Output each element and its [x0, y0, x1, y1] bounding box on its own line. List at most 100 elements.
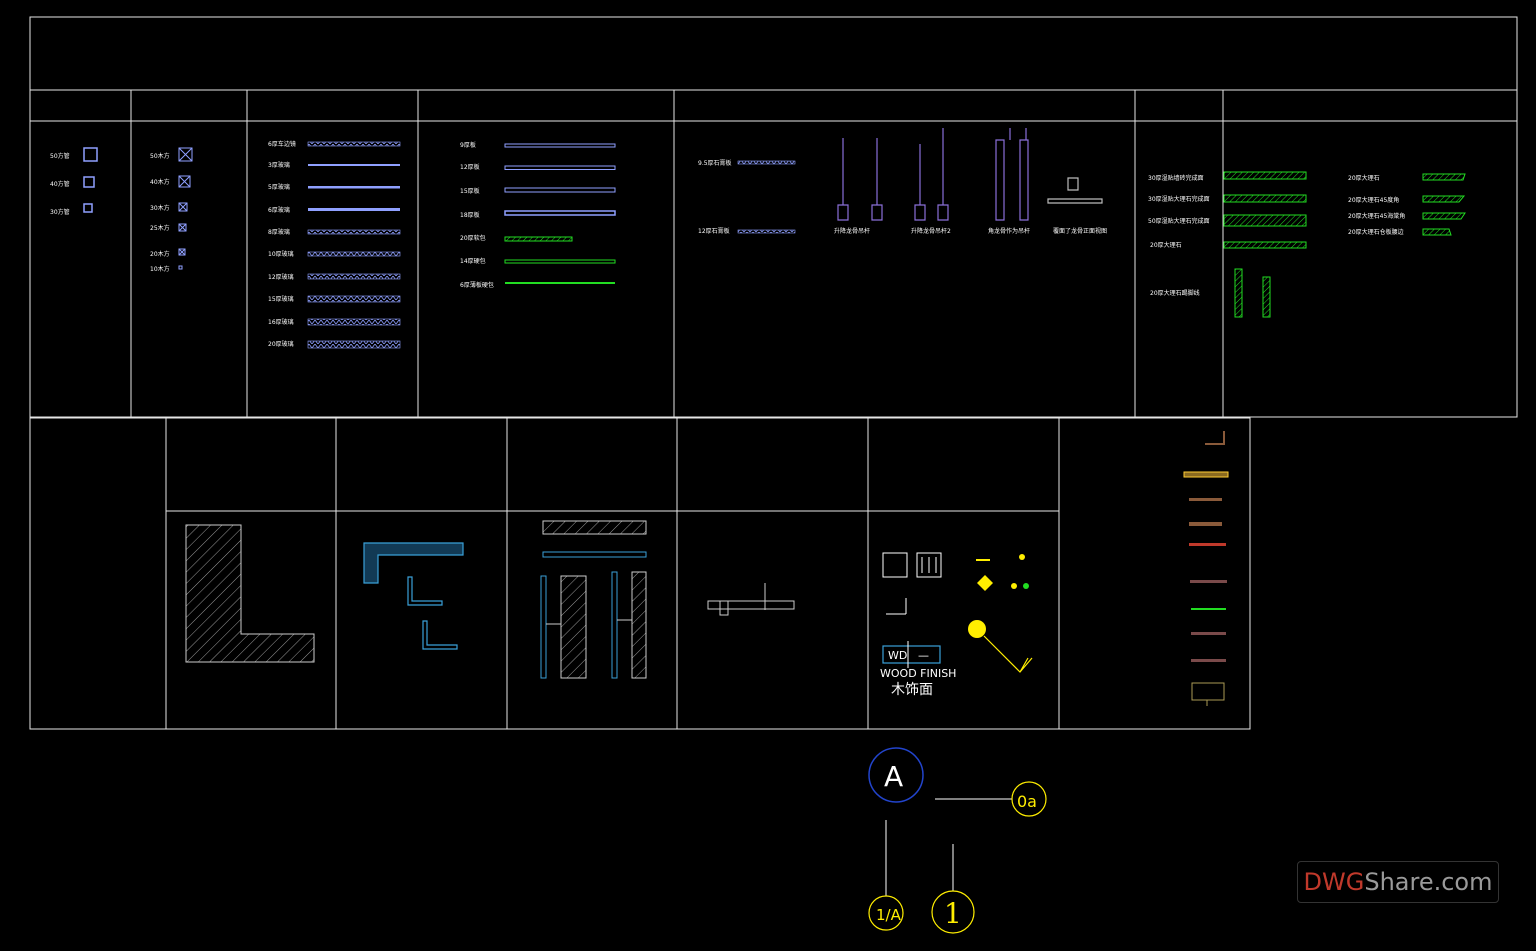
stone-label: 30厚湿贴墙砖完成面	[1148, 174, 1204, 182]
glass-label: 20厚玻璃	[268, 340, 294, 348]
board-label: 20厚软包	[460, 234, 486, 242]
material-strip	[1183, 431, 1229, 706]
board-symbol	[504, 143, 616, 148]
glass-label: 5厚玻璃	[268, 183, 290, 191]
ceiling-label: 角龙骨作为吊杆	[988, 227, 1030, 235]
finish-en: WOOD FINISH	[880, 667, 956, 680]
stone-label: 50厚湿贴大理石完成面	[1148, 217, 1210, 225]
board-label: 12厚板	[460, 163, 480, 171]
gypsum-symbol	[737, 229, 796, 234]
hanger-symbol	[837, 128, 1103, 221]
board-symbol	[504, 236, 573, 242]
board-symbol	[504, 165, 616, 170]
ceiling-column: 9.5厚石膏板 12厚石膏板 升降龙骨吊杆 升降龙骨吊杆2 角龙骨作为吊杆 覆面…	[698, 128, 1107, 235]
tube-label: 30方管	[50, 208, 70, 216]
gypsum-label: 12厚石膏板	[698, 227, 730, 235]
leader-icon	[983, 635, 1033, 673]
stone-symbol	[1223, 194, 1307, 203]
tube-label: 50方管	[50, 152, 70, 160]
gypsum-label: 9.5厚石膏板	[698, 159, 732, 167]
board-label: 18厚板	[460, 211, 480, 219]
wood-symbol	[178, 202, 188, 212]
stone-label: 20厚大理石45度角	[1348, 196, 1399, 204]
stone-symbol	[1422, 173, 1466, 181]
gypsum-symbol	[737, 160, 796, 165]
frame-grid	[29, 16, 1518, 730]
wood-symbol	[178, 147, 193, 162]
glass-label: 16厚玻璃	[268, 318, 294, 326]
stone-symbol	[1234, 268, 1243, 318]
glass-symbol	[307, 273, 401, 280]
stone-column: 30厚湿贴墙砖完成面 30厚湿贴大理石完成面 50厚湿贴大理石完成面 20厚大理…	[1148, 171, 1466, 318]
ceiling-detail	[707, 583, 795, 616]
glass-label: 12厚玻璃	[268, 273, 294, 281]
stone-symbol	[1422, 212, 1466, 220]
wood-column: 50木方 40木方 30木方 25木方 20木方 10木方	[150, 147, 193, 273]
lamp-icon	[968, 620, 986, 638]
stone-label: 20厚大理石仓板腰边	[1348, 228, 1404, 236]
glass-column: 6厚车边镜 3厚玻璃 5厚玻璃 6厚玻璃 8厚玻璃 10厚玻璃 12厚玻璃 15…	[268, 140, 401, 349]
wood-symbol	[178, 248, 186, 256]
glass-symbol	[307, 229, 401, 235]
ceiling-label: 升降龙骨吊杆2	[911, 227, 951, 235]
tag-right-icon	[1011, 781, 1047, 817]
stone-symbol	[1422, 228, 1452, 236]
stone-label: 20厚大理石踢脚线	[1150, 289, 1200, 297]
dot-icon	[1011, 583, 1017, 589]
wood-label: 10木方	[150, 265, 170, 273]
watermark: DWGShare.com	[1297, 861, 1499, 903]
stone-label: 20厚大理石	[1348, 174, 1380, 182]
glass-label: 6厚车边镜	[268, 140, 296, 148]
l-section-detail	[185, 524, 315, 663]
stone-symbol	[1223, 241, 1307, 249]
glass-symbol	[307, 318, 401, 326]
wall-section-detail	[540, 520, 647, 679]
stone-symbol	[1223, 171, 1307, 180]
panel-icon	[916, 552, 942, 578]
circle-a-text: A	[884, 760, 903, 793]
finish-cn: 木饰面	[891, 682, 933, 698]
stone-symbol	[1223, 214, 1307, 227]
wood-label: 30木方	[150, 204, 170, 212]
wood-label: 20木方	[150, 250, 170, 258]
finish-dash: —	[918, 649, 929, 662]
glass-symbol	[307, 340, 401, 349]
stone-label: 20厚大理石45海棠角	[1348, 212, 1405, 220]
tag-num-icon	[931, 890, 975, 934]
glass-label: 10厚玻璃	[268, 250, 294, 258]
dot-icon	[1023, 583, 1029, 589]
glass-symbol	[307, 141, 401, 147]
finish-code: WD	[888, 649, 907, 662]
board-symbol	[505, 282, 615, 284]
glass-label: 8厚玻璃	[268, 228, 290, 236]
stone-label: 30厚湿贴大理石完成面	[1148, 195, 1210, 203]
watermark-dwg: DWG	[1303, 868, 1365, 896]
stone-symbol	[1262, 276, 1271, 318]
glass-symbol	[307, 251, 401, 257]
socket-icon	[882, 552, 908, 578]
glass-symbol	[308, 164, 400, 166]
tubes-column: 50方管 40方管 30方管	[50, 147, 98, 216]
board-label: 9厚板	[460, 141, 476, 149]
glass-label: 15厚玻璃	[268, 295, 294, 303]
tag-left-icon	[868, 895, 904, 931]
board-symbol	[504, 187, 616, 193]
index-symbols: A 0a 1/A 1	[868, 747, 1047, 934]
ceiling-label: 升降龙骨吊杆	[834, 227, 870, 235]
glass-label: 3厚玻璃	[268, 161, 290, 169]
board-label: 6厚薄板硬包	[460, 281, 494, 289]
stone-symbol	[1422, 195, 1466, 203]
glass-symbol	[308, 208, 400, 211]
board-label: 14厚硬包	[460, 257, 486, 265]
glass-symbol	[308, 186, 400, 189]
board-label: 15厚板	[460, 187, 480, 195]
diamond-icon	[977, 575, 993, 591]
board-symbol	[504, 210, 616, 216]
wood-symbol	[178, 223, 187, 232]
wood-symbol	[178, 175, 191, 188]
tag-right-text: 0a	[1017, 792, 1037, 811]
wood-label: 25木方	[150, 224, 170, 232]
tube-symbol	[83, 203, 93, 213]
watermark-rest: Share.com	[1364, 868, 1493, 896]
